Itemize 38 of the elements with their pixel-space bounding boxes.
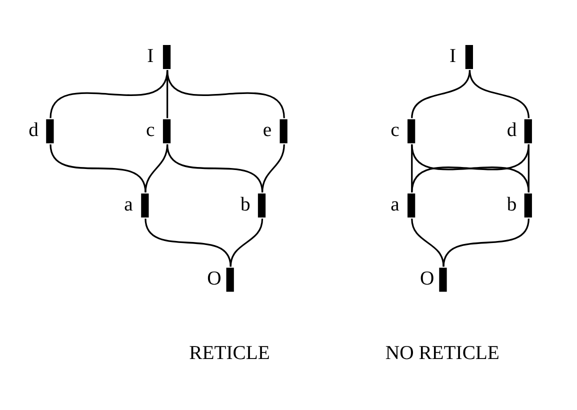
connector [166,69,285,118]
node-label: I [450,44,456,66]
node-label: d [506,118,517,141]
node-bar [524,193,532,217]
node-label: c [390,118,400,141]
node-label: d [28,118,38,141]
connector [411,144,530,192]
node-bar [408,118,416,143]
connector [528,144,530,192]
node-label: c [146,118,155,141]
node-label: b [240,192,250,215]
connector [50,144,146,192]
node-bar [439,267,447,292]
node-bar [46,118,54,143]
connector [411,218,444,266]
node-label: O [420,267,434,290]
label: NO RETICLE [385,341,500,364]
node-bar [141,193,149,217]
node-bar [408,193,416,217]
connector [144,218,232,266]
node-bar [280,118,288,143]
node-bar [524,118,532,143]
connector [468,70,530,118]
node-bar [465,44,473,69]
node-label: I [147,44,154,66]
node-bar [162,118,171,143]
node-bar [162,44,171,69]
node-bar [226,267,234,292]
connector [442,218,530,266]
connector [230,218,264,266]
node-label: e [262,118,272,141]
label: RETICLE [189,341,270,364]
node-bar [258,193,266,217]
node-label: O [207,267,222,290]
node-label: a [390,192,400,215]
node-label: b [506,192,517,215]
node-label: a [124,192,133,215]
connector [261,144,285,192]
